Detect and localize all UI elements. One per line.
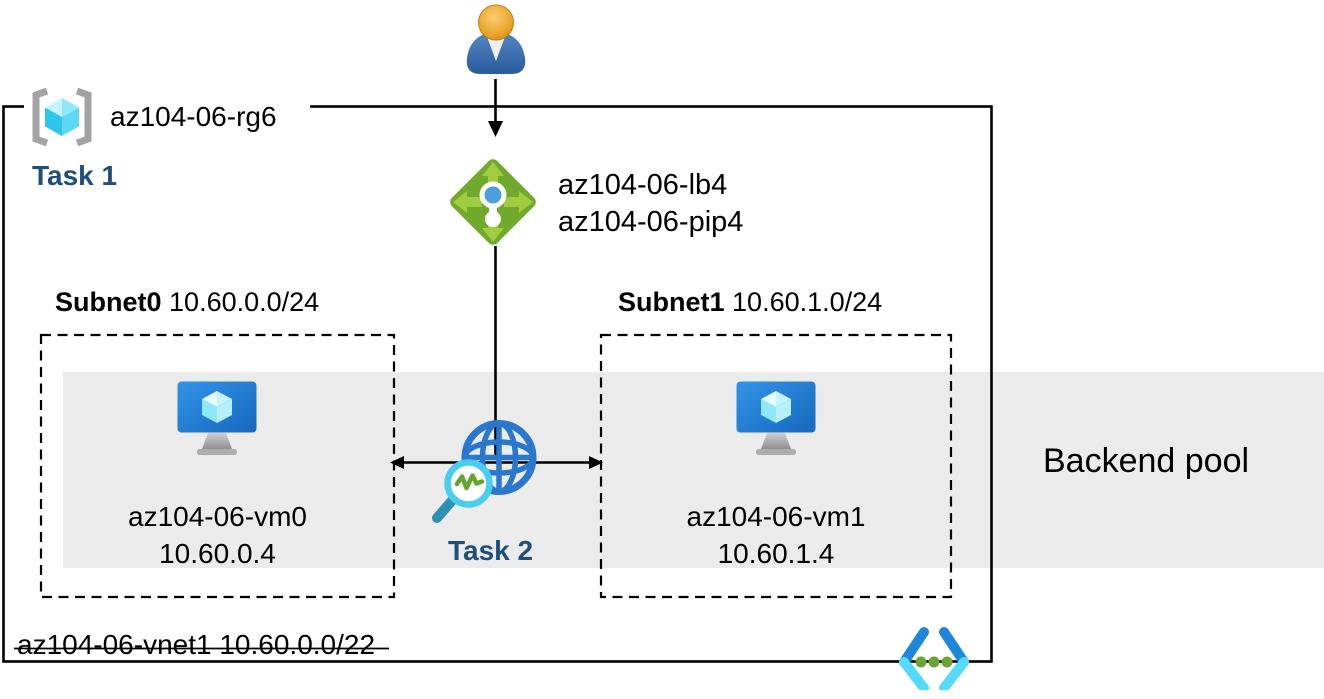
vnet-label: az104-06-vnet1 10.60.0.0/22 — [17, 629, 375, 661]
magnifier — [432, 459, 493, 523]
vm0-cube — [202, 391, 232, 423]
vm0-stand — [202, 433, 232, 449]
globe — [461, 420, 537, 495]
vm1-cube — [761, 391, 791, 423]
globe-magnifier-icon — [432, 420, 537, 523]
bracket-left — [32, 87, 49, 147]
load-balancer-icon — [450, 159, 536, 245]
vm-monitor-icon-0 — [177, 381, 257, 455]
user-collar — [486, 34, 506, 61]
vnet-dots — [915, 656, 953, 668]
subnet0-label: Subnet0 10.60.0.0/24 — [55, 286, 319, 318]
bracket-right — [75, 87, 92, 147]
subnet1-name: Subnet1 — [618, 287, 725, 317]
vm0-ip: 10.60.0.4 — [159, 538, 276, 569]
vnet-cidr: 10.60.0.0/22 — [219, 629, 376, 660]
user-icon — [466, 4, 526, 74]
load-balancer-name: az104-06-lb4 — [558, 169, 728, 201]
vm0-labels: az104-06-vm0 10.60.0.4 — [40, 498, 395, 572]
resource-group-label: az104-06-rg6 — [110, 101, 277, 132]
vm0-name: az104-06-vm0 — [128, 501, 307, 532]
vm1-stand — [761, 433, 791, 449]
vnet-chevrons — [899, 627, 969, 690]
vm1-ip: 10.60.1.4 — [717, 538, 835, 569]
subnet0-cidr: 10.60.0.0/24 — [169, 287, 320, 317]
resource-group-icon — [32, 87, 92, 147]
resource-group-cube — [45, 98, 79, 136]
task2-label: Task 2 — [448, 535, 534, 566]
user-to-lb-arrow — [488, 79, 503, 137]
subnet0-name: Subnet0 — [55, 287, 162, 317]
vnet-name: az104-06-vnet1 — [17, 629, 212, 660]
vm1-base — [756, 449, 796, 455]
subnet1-label: Subnet1 10.60.1.0/24 — [618, 286, 882, 318]
public-ip-name: az104-06-pip4 — [558, 206, 744, 238]
vm-monitor-icon-1 — [736, 381, 816, 455]
user-head — [478, 4, 514, 41]
vm1-name: az104-06-vm1 — [686, 501, 866, 532]
lb-arrows — [453, 162, 533, 242]
load-balancer-labels: az104-06-lb4 az104-06-pip4 — [558, 167, 743, 241]
lb-center-glyph — [479, 181, 507, 227]
backend-pool-label: Backend pool — [1043, 442, 1250, 480]
vnet-chevron-icon — [899, 627, 969, 690]
task1-label: Task 1 — [32, 160, 118, 191]
subnet1-cidr: 10.60.1.0/24 — [732, 287, 883, 317]
vm1-labels: az104-06-vm1 10.60.1.4 — [600, 498, 952, 572]
vm0-base — [197, 449, 237, 455]
